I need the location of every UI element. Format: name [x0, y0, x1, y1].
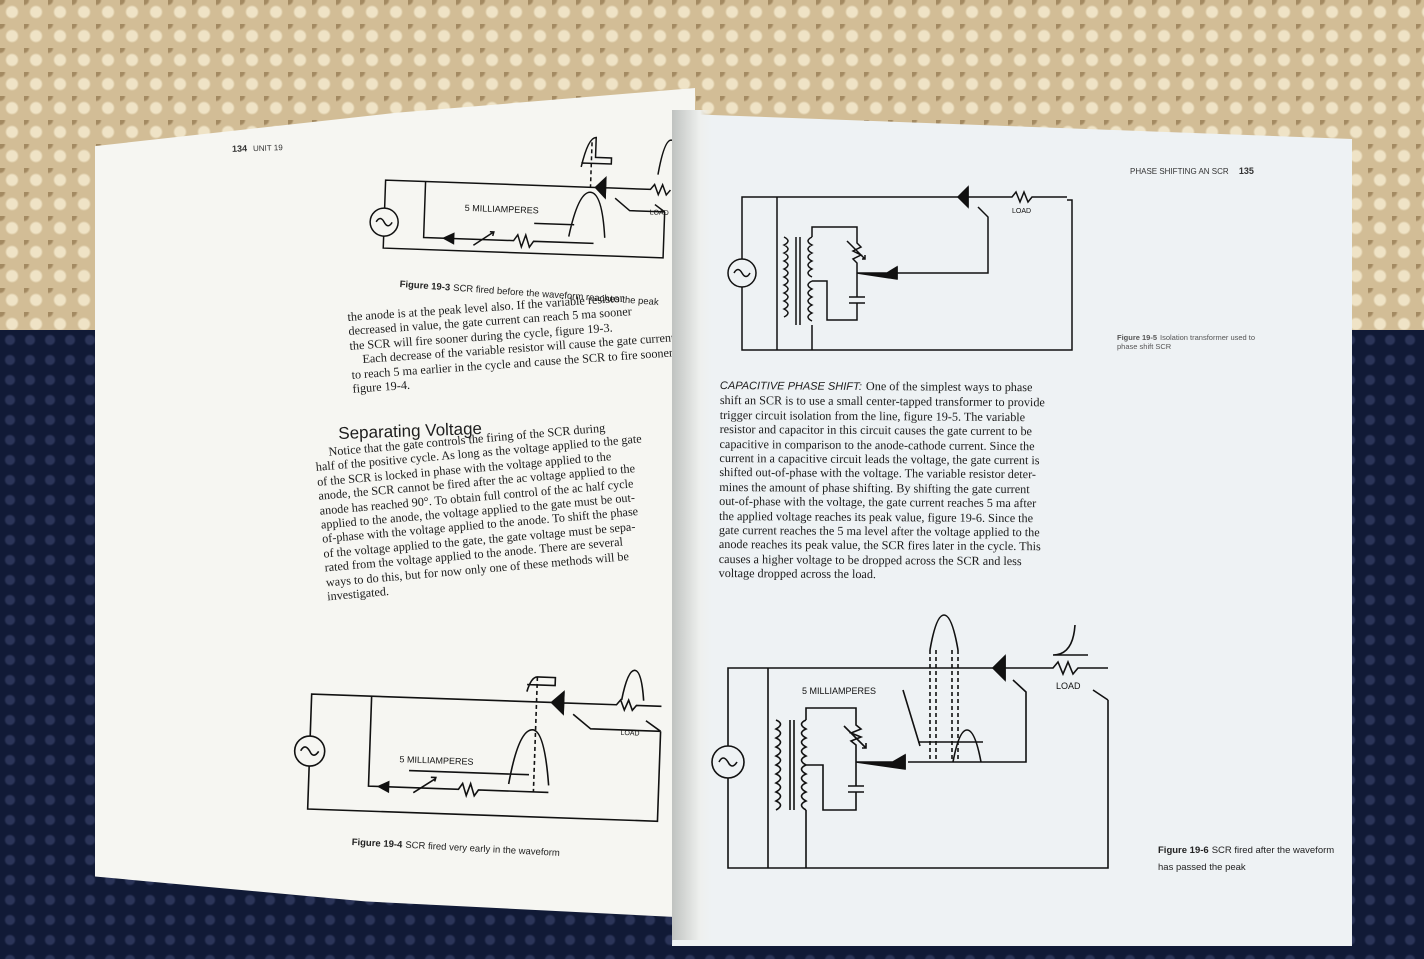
figure-19-6-caption-line1: SCR fired after the waveform: [1211, 845, 1335, 856]
figure-19-4-load-label: LOAD: [620, 730, 639, 738]
separating-voltage-paragraph: Notice that the gate controls the firing…: [314, 415, 686, 604]
figure-19-5-caption-line1: Isolation transformer used to: [1160, 333, 1256, 342]
left-page-number: 134: [231, 143, 248, 154]
figure-19-6-gate-label: 5 MILLIAMPERES: [802, 686, 876, 696]
figure-19-4-circuit: 5 MILLIAMPERES LOAD: [293, 669, 662, 823]
figure-19-6-load-label: LOAD: [1056, 681, 1081, 691]
figure-19-5-caption-line2: phase shift SCR: [1117, 342, 1172, 351]
capacitive-phase-shift-paragraph: CAPACITIVE PHASE SHIFT:One of the simple…: [719, 378, 1100, 583]
right-page-number: 135: [1238, 166, 1254, 176]
figure-19-5-caption-number: Figure 19-5: [1117, 333, 1158, 342]
figure-19-6-circuit: 5 MILLIAMPERES LOAD: [711, 614, 1109, 869]
left-page-unit: UNIT 19: [252, 143, 283, 154]
figure-19-3-load-label: LOAD: [650, 209, 669, 217]
right-page-header: PHASE SHIFTING AN SCR 135: [1130, 166, 1260, 176]
figure-19-3-circuit: 5 MILLIAMPERES LOAD: [369, 136, 681, 259]
right-page-title: PHASE SHIFTING AN SCR: [1130, 167, 1229, 176]
book-gutter: [672, 110, 712, 940]
paragraph-line: voltage dropped across the load.: [718, 566, 877, 582]
capacitive-phase-shift-heading: CAPACITIVE PHASE SHIFT:: [719, 379, 862, 393]
left-page: [95, 88, 695, 918]
figure-19-5-load-label: LOAD: [1012, 208, 1031, 215]
figure-19-6-caption-line2: has passed the peak: [1158, 862, 1246, 873]
figure-19-6-caption-number: Figure 19-6: [1158, 845, 1209, 856]
left-page-header: 134 UNIT 19: [232, 142, 283, 154]
figure-19-5-circuit: LOAD: [727, 185, 1073, 351]
paragraph-line: One of the simplest ways to phase: [865, 379, 1033, 395]
figure-19-3-gate-label: 5 MILLIAMPERES: [465, 203, 539, 216]
figure-19-4-gate-label: 5 MILLIAMPERES: [399, 754, 473, 767]
